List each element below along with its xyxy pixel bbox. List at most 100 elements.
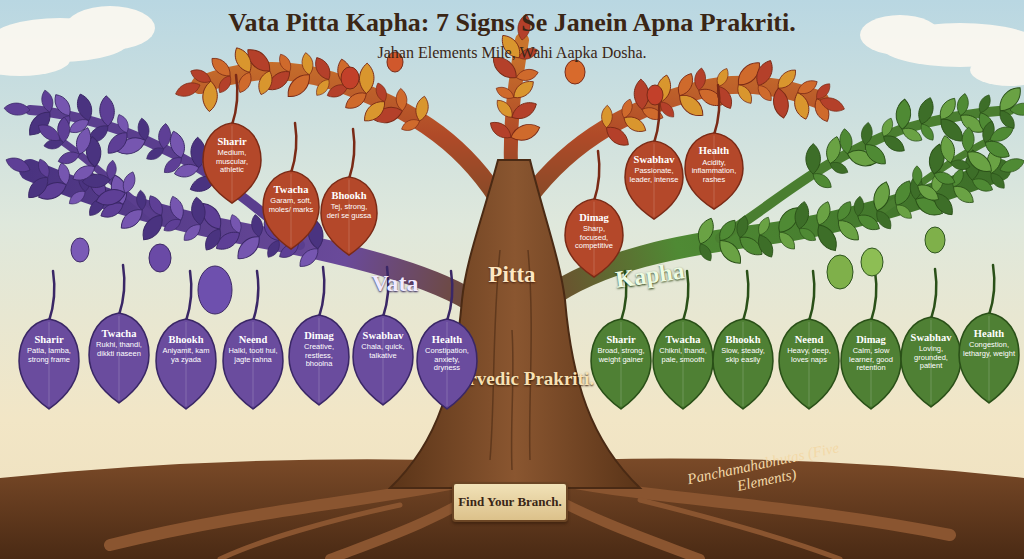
foliage-leaf [810,170,834,192]
foliage-leaf [861,140,890,169]
foliage-leaf [4,154,33,175]
leaf-text: TwachaGaram, soft, moles/ marks [267,184,315,234]
leaf-heading: Health [699,145,729,157]
leaf-heading: Bhookh [331,190,366,202]
subtitle: Jahan Elements Mile, Wahi Aapka Dosha. [0,44,1024,62]
leaf-body: Aniyamit, kam ya zyada [160,347,212,364]
leaf-stem [809,271,814,321]
foliage-leaf [120,170,138,195]
leaf-outline [841,319,901,409]
leaf-text: BhookhSlow, steady, skip easily [717,334,769,392]
foliage-leaf [395,88,407,111]
leaf-outline [156,319,216,409]
leaf-outline [353,315,413,405]
leaf-outline [223,319,283,409]
foliage-leaf [987,123,1016,145]
foliage-leaf [40,89,55,113]
leaf-outline [685,133,743,209]
leaf-body: Chala, quick, talkative [357,343,409,360]
leaf-text: DimagCalm, slow learner, good retention [845,334,897,392]
foliage-leaf [158,123,172,149]
leaf-stem [119,265,124,315]
branch-label: Vata [350,270,440,297]
leaf-stem [319,267,324,317]
leaf-shape [352,314,414,406]
foliage-leaf [312,55,335,83]
foliage-leaf [813,200,833,228]
leaf-node: SwabhavPassionate, leader, intense [624,140,684,220]
title: Vata Pitta Kapha: 7 Signs Se Janein Apna… [0,8,1024,38]
foliage-leaf [950,182,977,207]
foliage-leaf [105,160,117,181]
foliage-leaf [146,193,167,218]
foliage-leaf [35,121,63,145]
leaf-heading: Dimag [579,212,609,224]
leaf-stem [594,151,599,201]
foliage-leaf [202,81,218,112]
leaf-node: DimagCreative, restless, bhoolna [288,314,350,406]
foliage-leaf [962,127,975,153]
foliage-leaf [879,116,895,138]
foliage-leaf [754,232,776,260]
leaf-outline [417,319,477,409]
leaf-node: SharirMedium, muscular, athletic [202,122,262,204]
leaf-outline [653,319,713,409]
leaf-body: Medium, muscular, athletic [207,149,257,174]
foliage-leaf [231,45,256,76]
leaf-outline [713,319,773,409]
foliage-leaf [56,162,71,186]
leaf-node: SharirPatla, lamba, strong frame [18,318,80,410]
leaf-shape [590,318,652,410]
leaf-text: SharirMedium, muscular, athletic [207,136,257,188]
foliage-leaf [988,170,1008,191]
foliage-leaf [912,166,922,186]
leaf-text: NeendHalki, tooti hui, jagte rahna [227,334,279,392]
leaf-heading: Dimag [304,330,334,342]
leaf-heading: Bhookh [168,334,203,346]
leaf-node: HealthConstipation, anxiety, dryness [416,318,478,410]
leaf-text: BhookhAniyamit, kam ya zyada [160,334,212,392]
leaf-body: Loving, grounded, patient [905,345,957,370]
sign-board: Find Your Branch. [452,482,568,522]
foliage-leaf [976,93,993,115]
leaf-text: DimagSharp, focused, competitive [569,212,619,262]
foliage-leaf [300,52,314,76]
foliage-leaf [276,52,294,74]
leaf-outline [959,313,1019,403]
foliage-leaf [915,96,936,126]
leaf-outline [19,319,79,409]
foliage-leaf [136,117,150,141]
leaf-shape [778,318,840,410]
leaf-node: NeendHeavy, deep, loves naps [778,318,840,410]
leaf-text: SharirPatla, lamba, strong frame [23,334,75,392]
leaf-heading: Neend [239,334,268,346]
leaf-body: Slow, steady, skip easily [717,347,769,364]
leaf-shape [155,318,217,410]
trunk [390,160,640,488]
foliage-leaf [36,157,52,179]
foliage-leaf [714,66,731,88]
leaf-text: TwachaChikni, thandi, pale, smooth [657,334,709,392]
foliage-leaf [509,121,542,145]
foliage-leaf [873,208,895,232]
leaf-heading: Swabhav [634,154,675,166]
foliage-leaf [955,93,970,117]
leaf-text: BhookhTej, strong, deri se gussa [325,190,373,240]
leaf-text: SharirBroad, strong, weight gainer [595,334,647,392]
foliage-leaf [870,180,893,213]
leaf-outline [565,199,623,277]
leaf-body: Acidity, inflammation, rashes [689,159,739,184]
leaf-heading: Health [432,334,462,346]
foliage-leaf [893,202,914,222]
foliage-leaf [74,92,95,122]
foliage-leaf [621,113,649,136]
leaf-text: HealthConstipation, anxiety, dryness [421,334,473,392]
leaf-body: Sharp, focused, competitive [569,225,619,250]
foliage-leaf [715,217,739,244]
foliage-leaf [73,126,94,156]
leaf-heading: Neend [795,334,824,346]
foliage-leaf [735,215,751,239]
foliage-leaf [713,84,736,112]
foliage-leaf [601,105,613,128]
